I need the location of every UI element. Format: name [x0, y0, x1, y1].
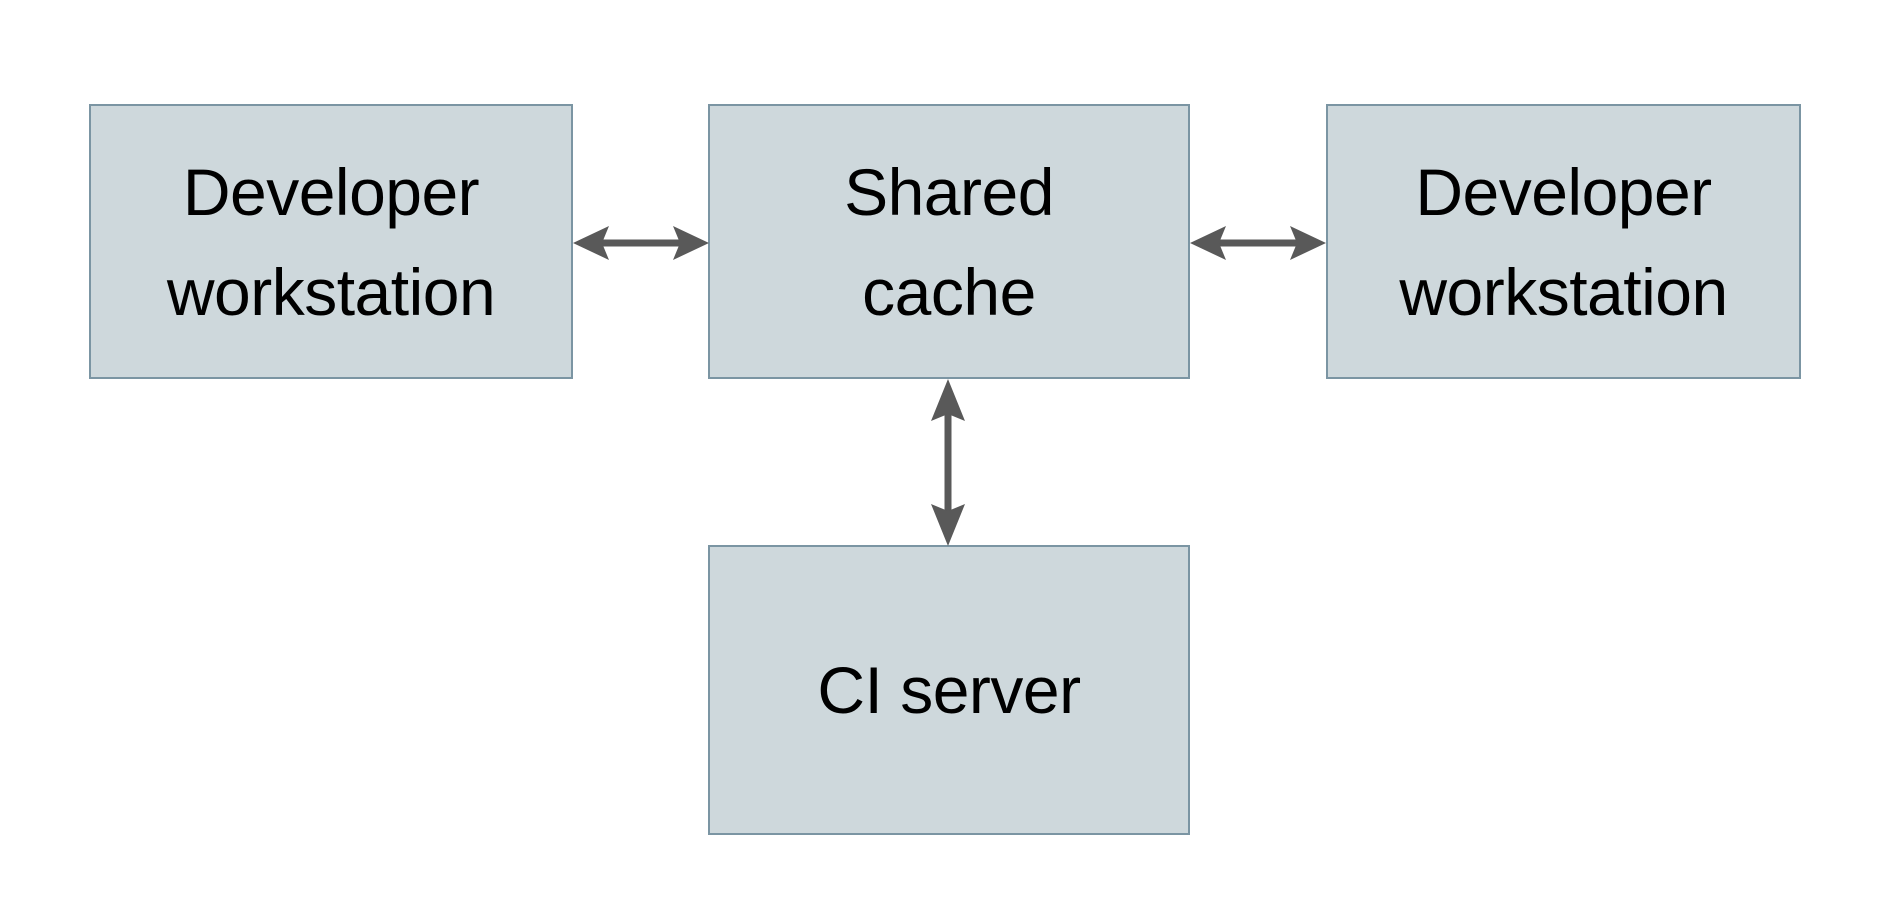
edge-left-workstation-shared-cache — [573, 222, 709, 264]
node-developer-workstation-right[interactable]: Developer workstation — [1326, 104, 1801, 379]
node-shared-cache[interactable]: Shared cache — [708, 104, 1190, 379]
node-label-developer-workstation-right: Developer workstation — [1399, 154, 1728, 329]
node-label-developer-workstation-left: Developer workstation — [166, 154, 496, 329]
node-ci-server[interactable]: CI server — [708, 545, 1190, 835]
node-developer-workstation-left[interactable]: Developer workstation — [89, 104, 573, 379]
edge-shared-cache-right-workstation — [1190, 222, 1326, 264]
node-label-shared-cache: Shared cache — [844, 154, 1054, 329]
edge-shared-cache-ci-server — [927, 379, 969, 546]
node-label-ci-server: CI server — [817, 653, 1081, 727]
